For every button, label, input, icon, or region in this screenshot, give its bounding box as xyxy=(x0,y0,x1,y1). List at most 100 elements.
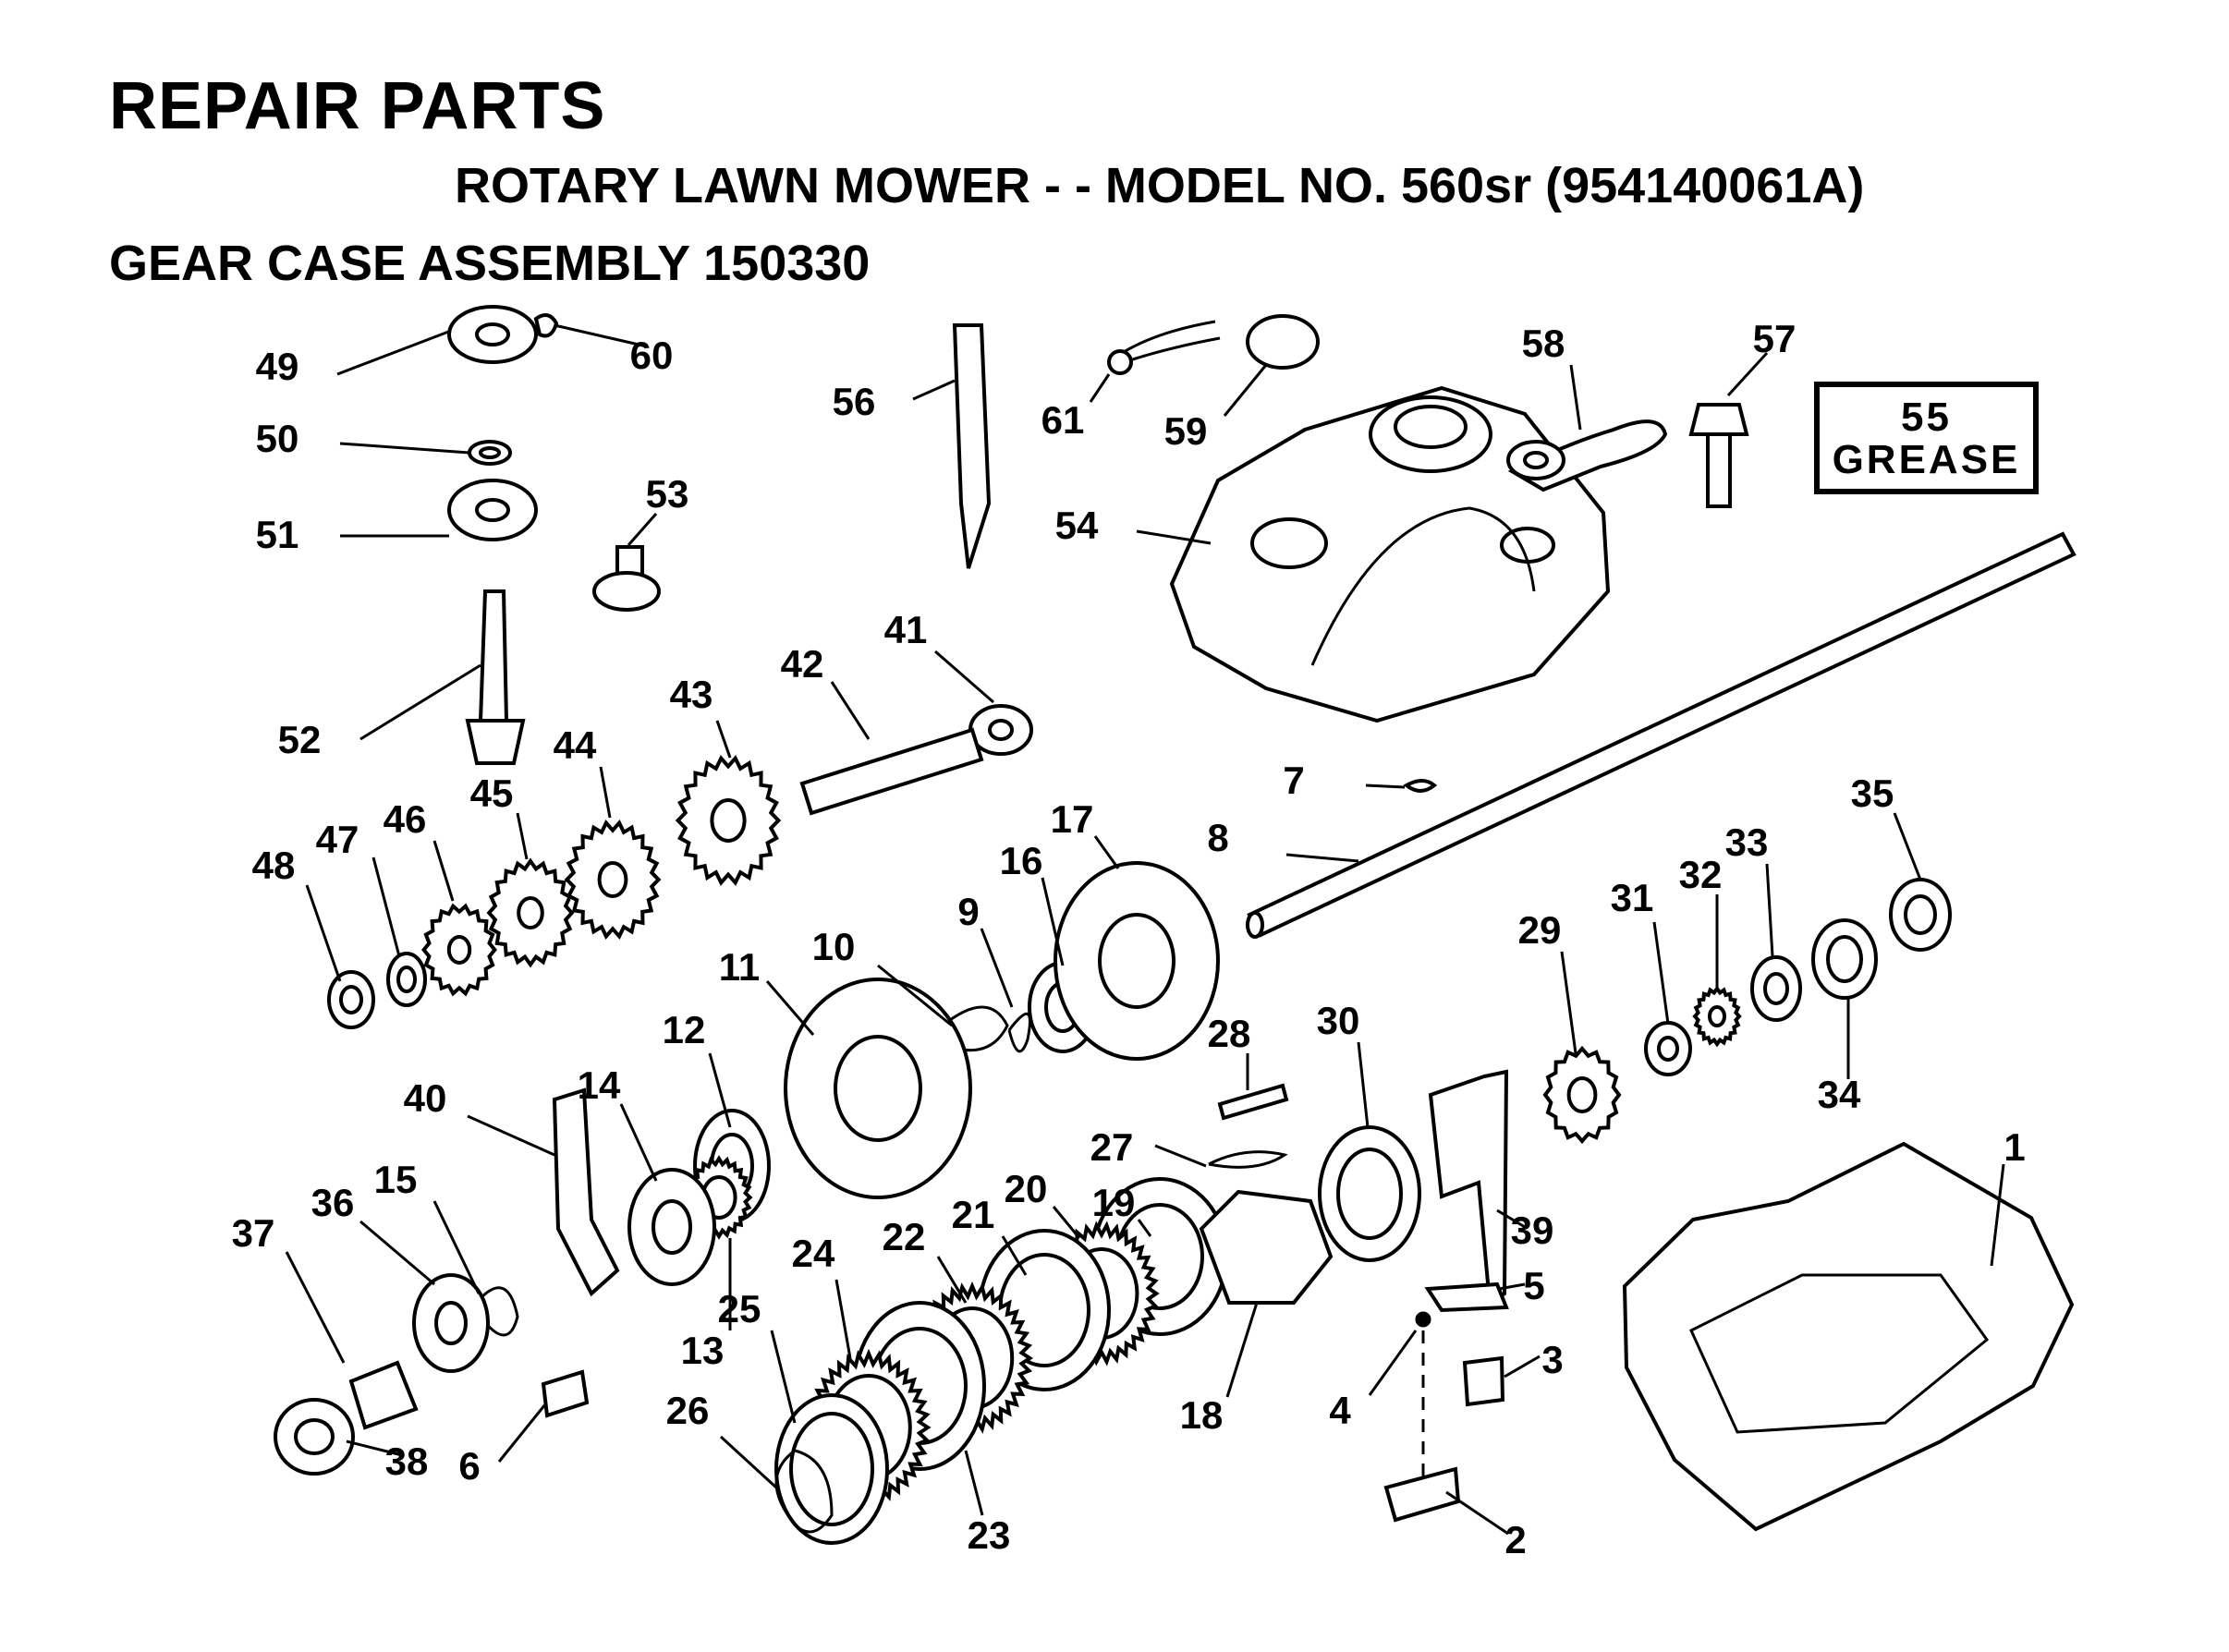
part-label-7: 7 xyxy=(1283,759,1304,802)
assembly-title: GEAR CASE ASSEMBLY 150330 xyxy=(109,236,871,291)
leader-line-14 xyxy=(619,1103,658,1182)
page-title: REPAIR PARTS xyxy=(109,69,606,143)
part-label-36: 36 xyxy=(311,1181,355,1224)
bushing-35 xyxy=(1889,878,1952,952)
leader-line-27 xyxy=(1154,1144,1207,1168)
leader-line-11 xyxy=(765,980,815,1036)
leader-line-53 xyxy=(627,513,658,546)
spring-10 xyxy=(942,1005,1009,1052)
part-label-57: 57 xyxy=(1753,317,1797,360)
bushing-48 xyxy=(327,970,375,1029)
leader-line-20 xyxy=(1052,1206,1081,1239)
leader-line-31 xyxy=(1652,921,1670,1025)
thrust-washer xyxy=(468,440,512,466)
plug xyxy=(1246,314,1320,370)
part-label-53: 53 xyxy=(646,472,689,516)
washer-14 xyxy=(627,1168,716,1286)
part-label-37: 37 xyxy=(232,1211,275,1255)
shift-lever-hub xyxy=(1506,440,1565,480)
part-label-19: 19 xyxy=(1092,1181,1136,1224)
part-label-58: 58 xyxy=(1522,322,1565,365)
leader-line-56 xyxy=(912,379,956,401)
part-label-38: 38 xyxy=(385,1439,429,1483)
leader-line-1 xyxy=(1990,1163,2005,1267)
part-label-49: 49 xyxy=(256,345,299,388)
bushing-34 xyxy=(1811,918,1878,1000)
collar-30 xyxy=(1318,1125,1421,1262)
leader-line-29 xyxy=(1560,951,1577,1054)
bolt-57-head xyxy=(1688,403,1749,436)
part-label-40: 40 xyxy=(404,1076,447,1120)
bushing-37 xyxy=(348,1360,419,1430)
leader-line-47 xyxy=(372,856,401,957)
part-label-56: 56 xyxy=(833,380,876,423)
part-label-46: 46 xyxy=(384,797,427,841)
leader-line-21 xyxy=(1001,1235,1028,1276)
part-label-20: 20 xyxy=(1005,1167,1048,1210)
leader-line-41 xyxy=(934,650,994,704)
bolt-57-shank xyxy=(1706,432,1732,508)
leader-line-5 xyxy=(1498,1282,1526,1291)
part-label-54: 54 xyxy=(1055,504,1099,547)
shaft-end xyxy=(1246,911,1264,939)
part-label-61: 61 xyxy=(1041,398,1085,442)
leader-line-57 xyxy=(1726,351,1769,397)
leader-line-33 xyxy=(1765,863,1774,957)
gear-45 xyxy=(486,857,575,968)
leader-line-35 xyxy=(1893,812,1922,881)
leader-line-46 xyxy=(432,840,455,902)
leader-line-8 xyxy=(1285,853,1359,863)
washer-47 xyxy=(386,952,427,1007)
leader-line-10 xyxy=(877,964,953,1027)
leader-line-43 xyxy=(715,720,732,759)
part-label-32: 32 xyxy=(1679,853,1723,896)
part-label-47: 47 xyxy=(316,818,359,861)
leader-line-30 xyxy=(1357,1041,1370,1128)
part-label-30: 30 xyxy=(1317,999,1360,1042)
key-part xyxy=(1403,779,1438,793)
leader-line-12 xyxy=(708,1052,732,1128)
pinion-gear xyxy=(465,719,526,765)
leader-line-15 xyxy=(432,1200,481,1294)
leader-line-18 xyxy=(1225,1302,1259,1398)
part-label-17: 17 xyxy=(1051,797,1094,841)
leader-line-52 xyxy=(359,663,481,741)
leader-line-9 xyxy=(980,928,1014,1008)
gear-case-housing xyxy=(1169,385,1611,723)
leader-line-26 xyxy=(719,1435,778,1489)
leader-line-6 xyxy=(497,1403,547,1463)
gear-44 xyxy=(564,820,662,940)
part-label-21: 21 xyxy=(952,1193,995,1236)
part-label-48: 48 xyxy=(252,844,296,887)
bushing-6 xyxy=(541,1369,590,1418)
bushing-3 xyxy=(1462,1355,1505,1407)
leader-line-58 xyxy=(1569,364,1582,431)
washer-31 xyxy=(1644,1021,1692,1076)
part-label-33: 33 xyxy=(1725,820,1769,864)
leader-line-61 xyxy=(1089,373,1111,403)
leader-line-50 xyxy=(339,442,470,455)
leader-line-49 xyxy=(336,329,452,376)
woodruff-key xyxy=(533,313,559,338)
bushing-41 xyxy=(968,704,1033,756)
leader-line-7 xyxy=(1365,783,1406,789)
part-label-27: 27 xyxy=(1090,1125,1134,1169)
part-label-31: 31 xyxy=(1611,876,1654,919)
part-label-26: 26 xyxy=(666,1389,710,1432)
leader-line-40 xyxy=(467,1114,555,1157)
gear-46 xyxy=(421,903,497,997)
part-label-28: 28 xyxy=(1208,1012,1251,1055)
housing-port xyxy=(1250,517,1328,569)
leader-line-16 xyxy=(1041,877,1065,966)
part-label-45: 45 xyxy=(470,771,514,815)
part-label-5: 5 xyxy=(1523,1264,1544,1307)
part-label-59: 59 xyxy=(1164,409,1208,453)
part-label-12: 12 xyxy=(663,1008,706,1051)
leader-line-4 xyxy=(1368,1330,1418,1396)
part-label-6: 6 xyxy=(458,1444,480,1488)
part-label-16: 16 xyxy=(1000,839,1043,882)
ball-4 xyxy=(1415,1311,1431,1328)
thrust-bearing-32 xyxy=(1692,985,1742,1048)
spring-5 xyxy=(1424,1282,1509,1313)
leader-line-38 xyxy=(346,1439,403,1457)
